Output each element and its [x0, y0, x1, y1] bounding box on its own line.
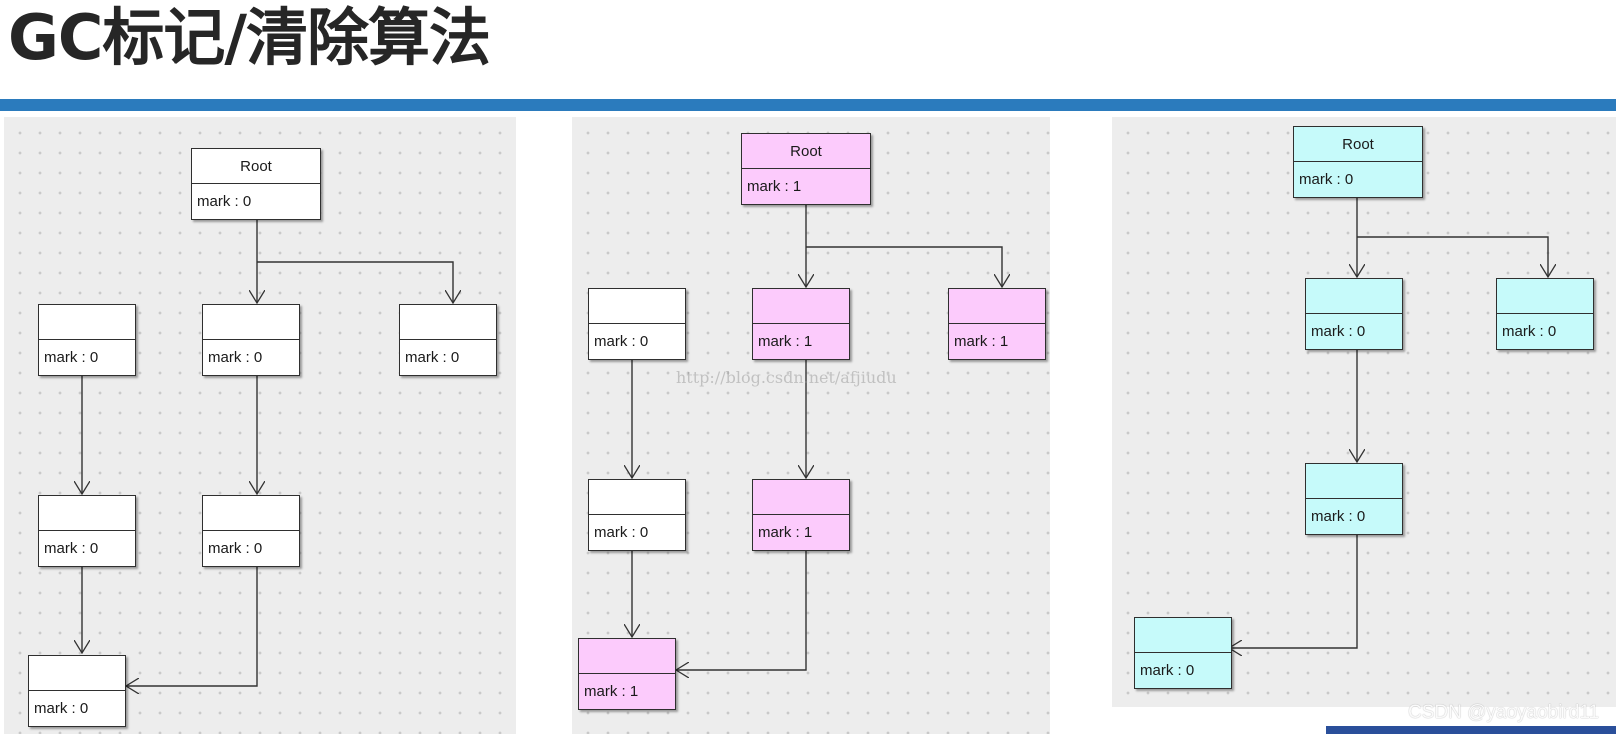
edge: [676, 551, 807, 670]
node-name: [39, 305, 135, 340]
node-mark: mark : 0: [197, 193, 252, 210]
node-mark: mark : 0: [44, 540, 99, 557]
node-mark: mark : 1: [747, 178, 802, 195]
node-mark: mark : 1: [758, 524, 813, 541]
node-mark: mark : 0: [594, 333, 649, 350]
node-mark: mark : 0: [1299, 171, 1354, 188]
node-mark: mark : 1: [584, 683, 639, 700]
node-mark: mark : 0: [405, 349, 460, 366]
node-name: [29, 656, 125, 691]
reference-edges: [572, 203, 1050, 734]
edge: [126, 567, 258, 686]
node-mark: mark : 0: [208, 349, 263, 366]
node-name: [589, 289, 685, 324]
reference-edges: [4, 217, 516, 734]
node-mark: mark : 0: [1140, 662, 1195, 679]
node-name: Root: [192, 149, 320, 184]
node-name: [1306, 464, 1402, 499]
reference-edges: [1112, 197, 1616, 707]
object-node: mark : 0: [1305, 463, 1403, 535]
node-name: [400, 305, 496, 340]
root-node: Root mark : 0: [1293, 126, 1423, 198]
url-watermark: http://blog.csdn.net/afjiudu: [676, 368, 897, 387]
node-mark: mark : 0: [594, 524, 649, 541]
title-underline-bar: [0, 99, 1616, 111]
object-node: mark : 0: [28, 655, 126, 727]
node-name: [753, 289, 849, 324]
node-name: [203, 496, 299, 531]
edge: [1229, 534, 1358, 648]
edge: [1357, 236, 1548, 277]
object-node: mark : 1: [752, 479, 850, 551]
object-node: mark : 0: [588, 479, 686, 551]
node-name: Root: [1294, 127, 1422, 162]
root-node: Root mark : 1: [741, 133, 871, 205]
node-name: Root: [742, 134, 870, 169]
object-node: mark : 0: [38, 495, 136, 567]
object-node: mark : 0: [38, 304, 136, 376]
node-name: [1306, 279, 1402, 314]
node-name: [203, 305, 299, 340]
page-title: GC标记/清除算法: [8, 1, 491, 74]
node-name: [753, 480, 849, 515]
node-mark: mark : 0: [1311, 323, 1366, 340]
corner-logo-fragment: [1326, 726, 1616, 734]
node-name: [1497, 279, 1593, 314]
diagram-panel-sweep: Root mark : 0 mark : 0 mark : 0 mark : 0…: [1112, 117, 1616, 707]
edge: [257, 261, 453, 303]
node-mark: mark : 0: [1311, 508, 1366, 525]
object-node: mark : 0: [1134, 617, 1232, 689]
node-mark: mark : 0: [34, 700, 89, 717]
object-node: mark : 1: [948, 288, 1046, 360]
object-node: mark : 1: [578, 638, 676, 710]
node-name: [579, 639, 675, 674]
object-node: mark : 0: [1496, 278, 1594, 350]
object-node: mark : 0: [588, 288, 686, 360]
node-mark: mark : 1: [954, 333, 1009, 350]
diagram-panel-mark: Root mark : 1 mark : 0 mark : 1 mark : 1…: [572, 117, 1050, 734]
node-name: [949, 289, 1045, 324]
object-node: mark : 0: [1305, 278, 1403, 350]
node-mark: mark : 0: [44, 349, 99, 366]
node-mark: mark : 1: [758, 333, 813, 350]
csdn-watermark: CSDN @yaoyaobird11: [1408, 702, 1600, 723]
object-node: mark : 0: [202, 495, 300, 567]
object-node: mark : 0: [399, 304, 497, 376]
edge: [806, 246, 1002, 287]
object-node: mark : 0: [202, 304, 300, 376]
node-name: [39, 496, 135, 531]
node-mark: mark : 0: [1502, 323, 1557, 340]
diagram-panel-initial: Root mark : 0 mark : 0 mark : 0 mark : 0…: [4, 117, 516, 734]
node-name: [589, 480, 685, 515]
object-node: mark : 1: [752, 288, 850, 360]
root-node: Root mark : 0: [191, 148, 321, 220]
node-mark: mark : 0: [208, 540, 263, 557]
node-name: [1135, 618, 1231, 653]
